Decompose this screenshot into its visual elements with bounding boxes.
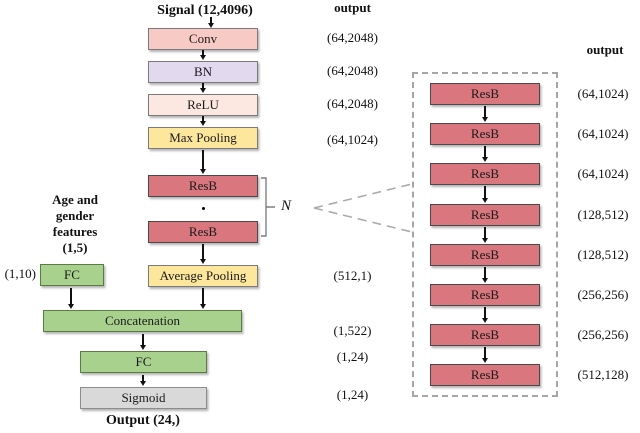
output-value: (1,522) [333, 323, 372, 338]
fc-box: FC [80, 351, 207, 373]
resb-output-value: (256,256) [577, 327, 629, 342]
repeat-count-label: N [281, 198, 292, 214]
final-output-label: Output (24,) [106, 413, 180, 428]
flow-arrow [207, 17, 214, 28]
flow-arrow [481, 146, 488, 162]
ellipsis-dot [202, 207, 205, 210]
resb-block: ResB [430, 284, 540, 306]
resb-stack-panel [412, 72, 558, 397]
resb-block: ResB [430, 123, 540, 145]
concatenation-box: Concatenation [43, 310, 242, 332]
resb-stack-header: output [586, 42, 624, 57]
expansion-lines [313, 183, 413, 233]
fc-branch-output-label: (1,10) [4, 266, 36, 281]
flow-arrow [481, 186, 488, 203]
relu-box: ReLU [148, 94, 258, 116]
resb-box: ResB [148, 221, 258, 243]
flow-arrow [199, 244, 206, 264]
resb-output-value: (128,512) [577, 207, 629, 222]
resb-block: ResB [430, 83, 540, 105]
bn-box: BN [148, 61, 258, 83]
flow-arrow [199, 288, 206, 309]
flow-arrow [481, 267, 488, 283]
output-value: (1,24) [336, 387, 369, 402]
output-value: (64,2048) [327, 30, 378, 45]
conv-box: Conv [148, 28, 258, 50]
resb-block: ResB [430, 364, 540, 386]
resb-output-value: (64,1024) [577, 126, 629, 141]
average-pooling-box: Average Pooling [148, 265, 258, 287]
output-value: (64,2048) [327, 63, 378, 78]
resb-block: ResB [430, 244, 540, 266]
flow-arrow [199, 150, 206, 174]
signal-input-label: Signal (12,4096) [157, 3, 253, 18]
output-value: (1,24) [336, 349, 369, 364]
resb-block: ResB [430, 163, 540, 185]
max-pooling-box: Max Pooling [148, 127, 258, 149]
fc-branch-box: FC [40, 264, 104, 286]
resb-output-value: (512,128) [577, 367, 629, 382]
flow-arrow [481, 307, 488, 323]
sigmoid-box: Sigmoid [80, 387, 207, 409]
flow-arrow [481, 227, 488, 243]
resb-box: ResB [148, 175, 258, 197]
age-gender-features-label: Age and gender features (1,5) [52, 192, 98, 255]
output-value: (64,1024) [327, 132, 378, 147]
flow-arrow [481, 347, 488, 363]
resb-output-value: (256,256) [577, 287, 629, 302]
resb-output-value: (64,1024) [577, 86, 629, 101]
flow-arrow [139, 375, 146, 386]
output-value: (64,2048) [327, 96, 378, 111]
flow-arrow [67, 288, 74, 309]
resb-block: ResB [430, 204, 540, 226]
flow-arrow [139, 334, 146, 350]
output-value: (512,1) [333, 268, 372, 283]
outputs-column-header: output [334, 0, 371, 15]
repeat-bracket [261, 177, 275, 237]
flow-arrow [199, 50, 206, 60]
flow-arrow [199, 116, 206, 126]
resb-block: ResB [430, 324, 540, 346]
flow-arrow [481, 106, 488, 122]
resb-output-value: (64,1024) [577, 166, 629, 181]
flow-arrow [199, 83, 206, 93]
resb-output-value: (128,512) [577, 247, 629, 262]
